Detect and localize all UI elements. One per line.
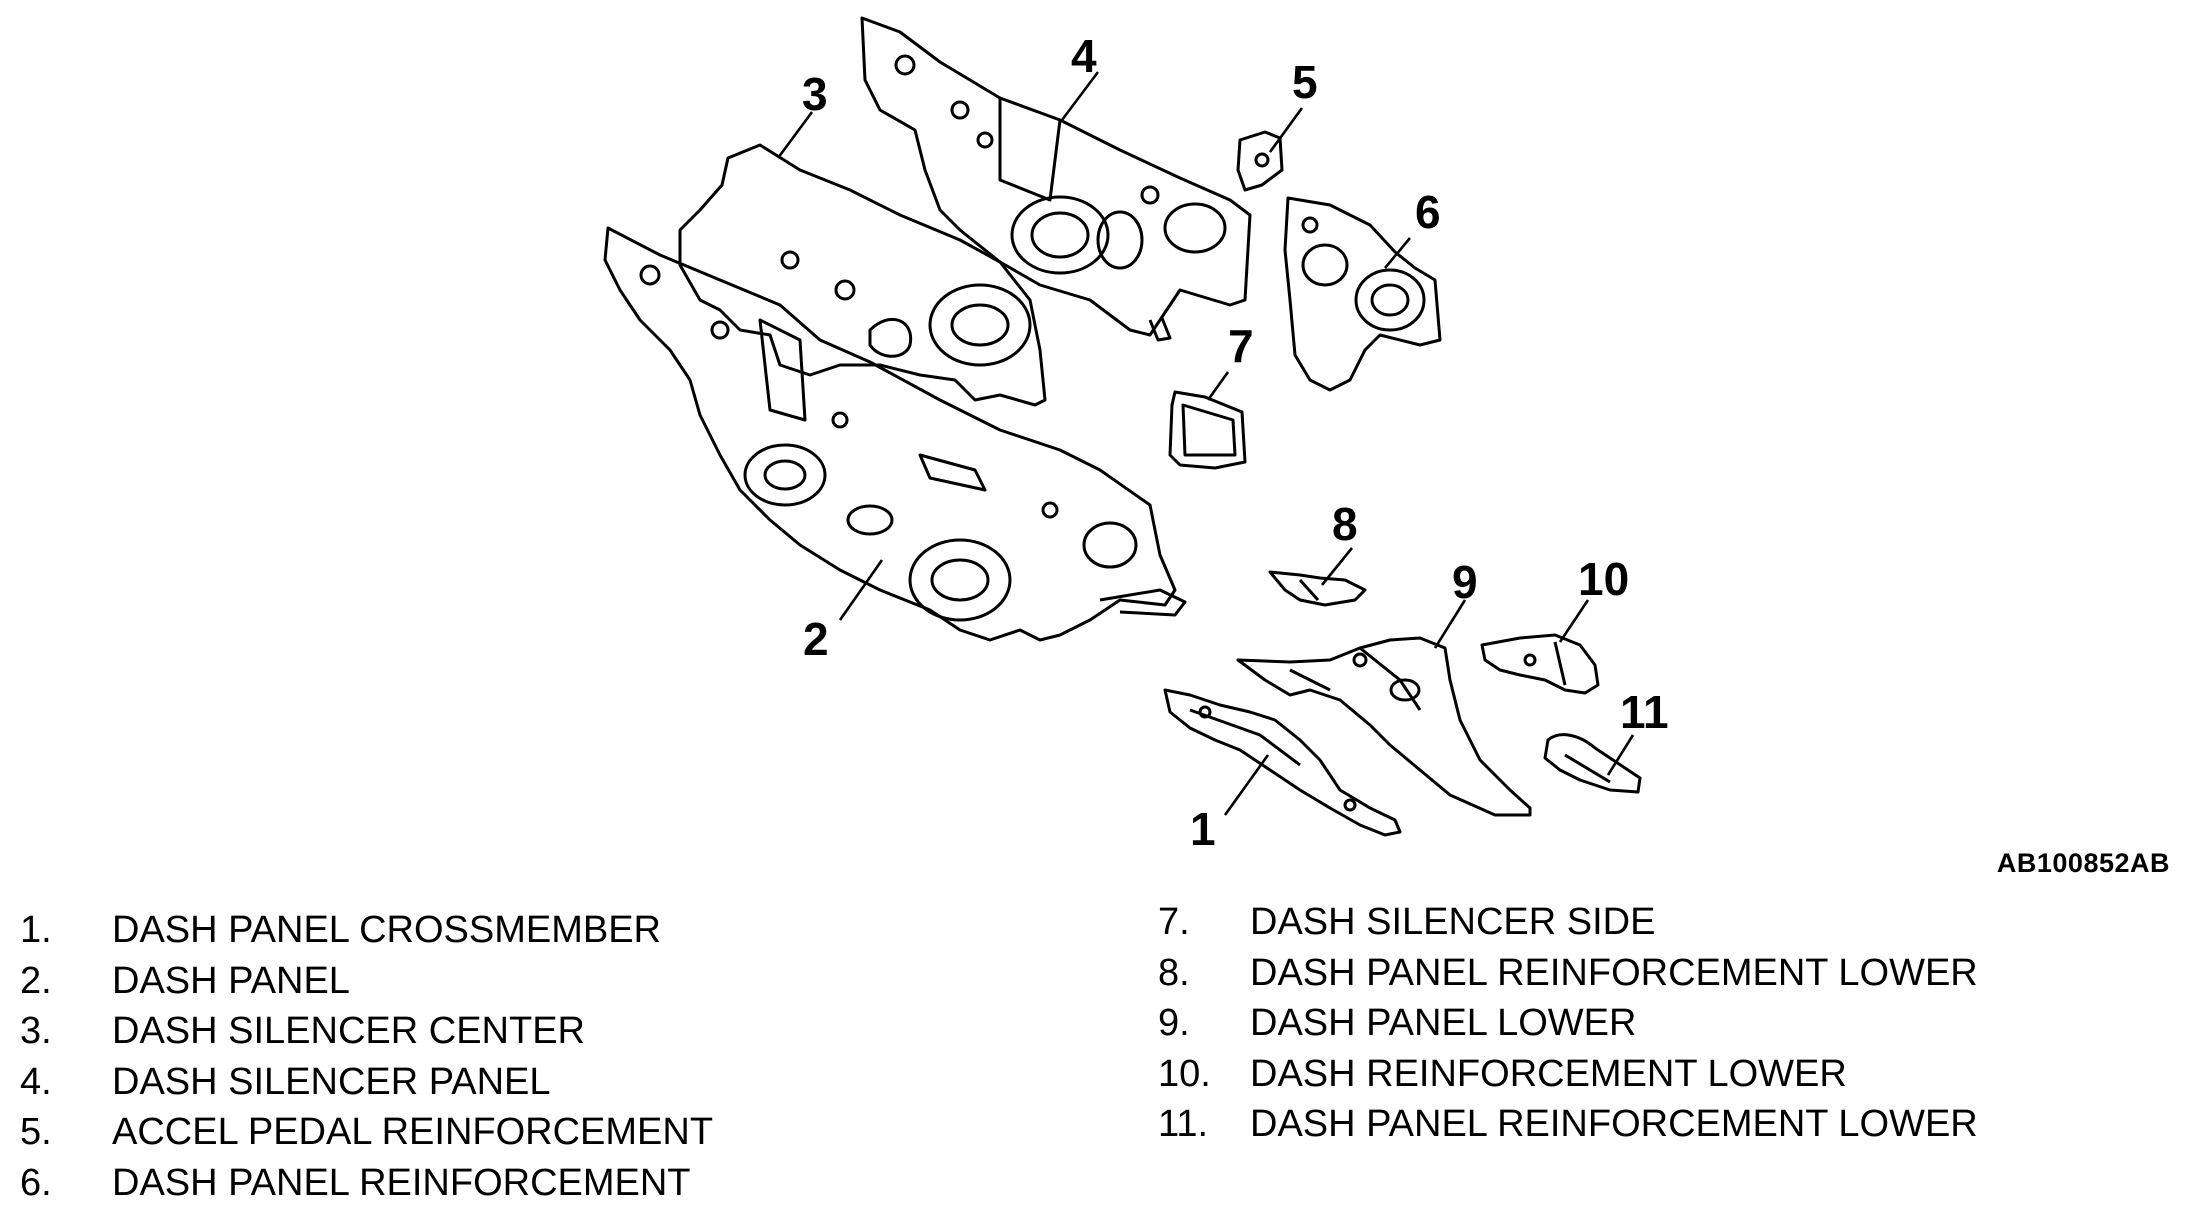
part-11-dash-panel-reinforcement-lower [1543, 733, 1642, 794]
legend-number: 10. [1158, 1052, 1211, 1095]
part-5-accel-pedal-reinforcement [1236, 130, 1284, 192]
legend-item: 2. DASH PANEL [20, 956, 713, 1007]
legend-label: DASH SILENCER CENTER [112, 1010, 585, 1052]
part-1-dash-panel-crossmember [1163, 688, 1402, 837]
legend-right-column: 7. DASH SILENCER SIDE 8. DASH PANEL REINFO… [1158, 897, 1978, 1150]
legend-item: 11. DASH PANEL REINFORCEMENT LOWER [1158, 1099, 1978, 1150]
legend-item: 8. DASH PANEL REINFORCEMENT LOWER [1158, 948, 1978, 999]
legend-number: 2. [20, 959, 52, 1002]
legend-item: 4. DASH SILENCER PANEL [20, 1057, 713, 1108]
legend-item: 7. DASH SILENCER SIDE [1158, 897, 1978, 948]
legend-number: 4. [20, 1060, 52, 1103]
legend-item: 6. DASH PANEL REINFORCEMENT [20, 1158, 713, 1209]
legend-label: ACCEL PEDAL REINFORCEMENT [112, 1111, 714, 1153]
legend-number: 1. [20, 909, 52, 951]
callout-labels: 1 2 3 4 5 6 7 8 9 10 11 [802, 30, 1669, 855]
part-4-dash-silencer-panel [860, 16, 1252, 342]
legend-label: DASH PANEL REINFORCEMENT LOWER [1250, 951, 1978, 994]
legend-number: 9. [1158, 1002, 1190, 1044]
callout-4: 4 [1071, 30, 1097, 82]
part-7-dash-silencer-side [1168, 390, 1247, 470]
legend-label: DASH SILENCER PANEL [112, 1060, 551, 1103]
legend-item: 3. DASH SILENCER CENTER [20, 1006, 713, 1057]
part-8-dash-panel-reinforcement-lower [1268, 570, 1367, 607]
callout-11: 11 [1620, 686, 1669, 738]
callout-1: 1 [1190, 803, 1216, 855]
callout-6: 6 [1415, 186, 1441, 238]
part-6-dash-panel-reinforcement [1283, 196, 1442, 392]
legend-number: 7. [1158, 901, 1190, 943]
legend-item: 1. DASH PANEL CROSSMEMBER [20, 905, 713, 956]
legend-left-column: 1. DASH PANEL CROSSMEMBER 2. DASH PANEL 3.… [20, 905, 713, 1208]
legend-label: DASH SILENCER SIDE [1250, 901, 1656, 943]
legend-label: DASH PANEL REINFORCEMENT [112, 1161, 691, 1204]
legend-label: DASH PANEL REINFORCEMENT LOWER [1250, 1103, 1978, 1145]
leader-lines [776, 71, 1635, 816]
legend-label: DASH PANEL [112, 959, 350, 1002]
legend-label: DASH PANEL LOWER [1250, 1002, 1637, 1044]
part-10-dash-reinforcement-lower [1480, 633, 1600, 695]
legend-item: 10. DASH REINFORCEMENT LOWER [1158, 1049, 1978, 1100]
legend-item: 5. ACCEL PEDAL REINFORCEMENT [20, 1107, 713, 1158]
legend-number: 11. [1158, 1103, 1209, 1145]
legend-item: 9. DASH PANEL LOWER [1158, 998, 1978, 1049]
exploded-parts-diagram: 1 2 3 4 5 6 7 8 9 10 11 [603, 16, 1669, 855]
part-2-dash-panel [603, 226, 1187, 642]
part-3-dash-silencer-center [678, 143, 1047, 407]
legend-number: 3. [20, 1010, 52, 1052]
legend-number: 5. [20, 1111, 52, 1153]
callout-5: 5 [1292, 56, 1318, 108]
callout-10: 10 [1578, 553, 1629, 605]
callout-8: 8 [1332, 498, 1358, 550]
legend-number: 8. [1158, 951, 1190, 994]
legend-number: 6. [20, 1161, 52, 1204]
callout-3: 3 [802, 68, 828, 120]
part-9-dash-panel-lower [1236, 636, 1532, 817]
callout-2: 2 [803, 613, 829, 665]
callout-7: 7 [1228, 320, 1254, 372]
callout-9: 9 [1452, 556, 1478, 608]
figure-code: AB100852AB [1996, 848, 2170, 878]
legend-label: DASH PANEL CROSSMEMBER [112, 909, 661, 951]
legend-label: DASH REINFORCEMENT LOWER [1250, 1052, 1847, 1095]
